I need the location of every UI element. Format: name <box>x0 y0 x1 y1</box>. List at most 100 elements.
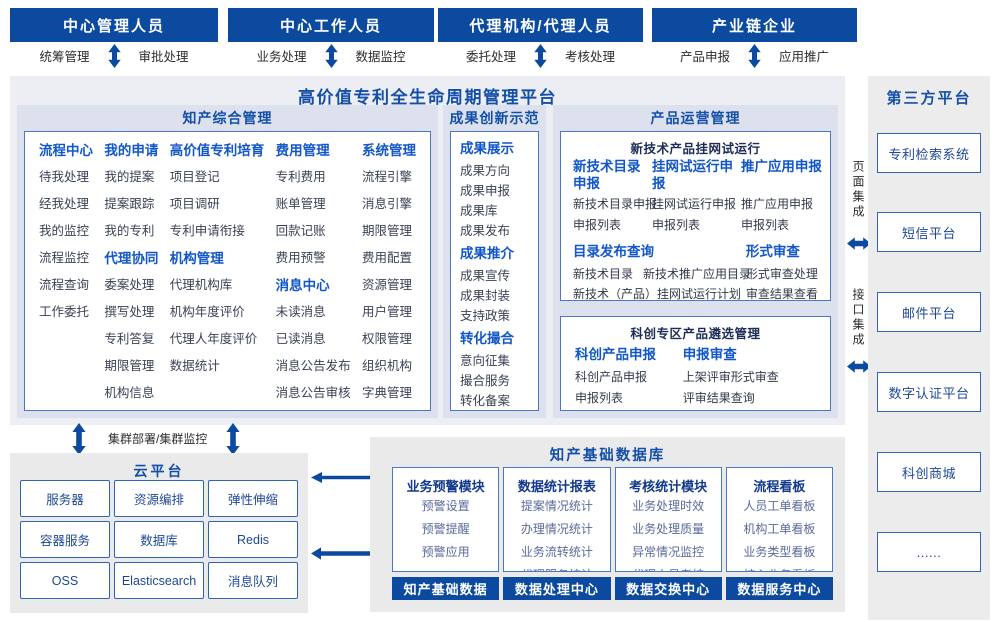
achv-item: 成果封装 <box>460 289 511 303</box>
ip-item: 流程查询 <box>39 278 90 292</box>
achv-group-title: 成果展示 <box>460 141 514 156</box>
ops-item: 上架评审形式审查 <box>682 370 779 384</box>
ip-item: 我的监控 <box>39 224 90 238</box>
section-title: 产品运营管理 <box>650 110 741 126</box>
actor-roles: 业务处理 数据监控 <box>228 42 434 69</box>
section-title: 知产综合管理 <box>182 110 273 126</box>
cloud-panel: 云平台 服务器 资源编排 弹性伸缩 容器服务 数据库 Redis OSS Ela… <box>10 453 308 613</box>
achv-item: 成果方向 <box>460 164 511 178</box>
ip-item: 待我处理 <box>39 170 90 184</box>
section-ip-management: 知产综合管理 流程中心 待我处理 经我处理 我的监控 流程监控 流程查询 工作委… <box>17 105 438 418</box>
ip-item: 期限管理 <box>104 359 155 373</box>
third-party-box: 短信平台 <box>877 212 981 252</box>
actor-role-left: 业务处理 <box>256 50 307 64</box>
db-item: 异常情况监控 <box>632 545 705 559</box>
ip-group-title: 代理协同 <box>104 251 159 266</box>
ip-group-title: 消息中心 <box>275 278 330 293</box>
vertical-double-arrow-icon <box>748 43 761 68</box>
ip-item: 数据统计 <box>169 359 220 373</box>
cluster-label: 集群部署/集群监控 <box>108 432 208 446</box>
ip-item: 已读消息 <box>275 332 326 346</box>
horizontal-double-arrow-icon <box>847 237 871 250</box>
ip-item: 专利申请衔接 <box>169 224 245 238</box>
ip-item: 用户管理 <box>361 305 412 319</box>
achv-item: 成果发布 <box>460 224 511 238</box>
db-module: 考核统计模块 业务处理时效 业务处理质量 异常情况监控 代理人员考核 <box>614 467 722 572</box>
ip-item: 流程引擎 <box>361 170 412 184</box>
db-badge: 数据服务中心 <box>725 577 833 600</box>
achv-item: 成果申报 <box>460 184 511 198</box>
db-item: 机构工单看板 <box>743 522 816 536</box>
ip-item: 项目调研 <box>169 197 220 211</box>
ip-column: 高价值专利培育 项目登记 项目调研 专利申请衔接 机构管理 代理机构库 机构年度… <box>170 137 265 407</box>
achv-item: 成果库 <box>460 204 498 218</box>
ip-group-title: 机构管理 <box>169 251 224 266</box>
ip-item: 字典管理 <box>361 386 412 400</box>
ops-item: 新技术推广应用目录 <box>643 267 752 281</box>
db-module: 业务预警模块 预警设置 预警提醒 预警应用 <box>392 467 500 572</box>
ip-item: 我的提案 <box>104 170 155 184</box>
cloud-box: Redis <box>208 521 298 558</box>
actor-role-right: 数据监控 <box>355 50 406 64</box>
ops-col-title: 科创产品申报 <box>575 347 656 362</box>
ip-item: 权限管理 <box>361 332 412 346</box>
actor-bar: 中心工作人员 <box>228 8 434 42</box>
achv-group-title: 成果推介 <box>460 246 514 261</box>
ip-item: 消息公告审核 <box>275 386 351 400</box>
cloud-grid: 服务器 资源编排 弹性伸缩 容器服务 数据库 Redis OSS Elastic… <box>20 480 298 599</box>
db-item: 核心业务看板 <box>727 564 832 571</box>
actor-role-left: 产品申报 <box>679 50 730 64</box>
db-badge: 数据交换中心 <box>614 577 722 600</box>
ip-group-title: 我的申请 <box>104 143 159 158</box>
ops-item: 申报列表 <box>652 218 701 232</box>
ops-column: 挂网试运行申报 挂网试运行申报 申报列表 <box>652 158 741 236</box>
db-item: 预警应用 <box>421 545 470 559</box>
db-badge: 知产基础数据 <box>392 577 500 600</box>
achv-item: 支持政策 <box>460 309 511 323</box>
ip-column: 我的申请 我的提案 提案跟踪 我的专利 代理协同 委案处理 撰写处理 专利答复 … <box>104 137 158 407</box>
ops-review-column: 形式审查 形式审查处理 审查结果查看 <box>745 240 820 300</box>
ops-col-title: 挂网试运行申报 <box>652 159 734 191</box>
cloud-box: 弹性伸缩 <box>208 480 298 517</box>
db-item: 提案情况统计 <box>520 499 593 513</box>
db-item: 业务流转统计 <box>520 545 593 559</box>
platform-title: 高价值专利全生命周期管理平台 <box>298 88 557 107</box>
actor-role-right: 应用推广 <box>779 50 830 64</box>
cloud-title: 云平台 <box>133 463 185 479</box>
third-party-box: 专利检索系统 <box>877 133 981 173</box>
ops-catalog-line: 新技术目录新技术推广应用目录 <box>573 264 751 284</box>
db-item: 业务类型看板 <box>743 545 816 559</box>
actor-group-enterprises: 产业链企业 产品申报 应用推广 <box>652 8 857 69</box>
ip-item: 经我处理 <box>39 197 90 211</box>
section-product-ops: 产品运营管理 新技术产品挂网试运行 新技术目录申报 新技术目录申报 申报列表 挂… <box>553 105 838 418</box>
ops-col-title: 形式审查 <box>745 244 800 259</box>
ip-item: 撰写处理 <box>104 305 155 319</box>
ops-col-title: 新技术目录申报 <box>573 159 641 191</box>
actor-group-agencies: 代理机构/代理人员 委托处理 考核处理 <box>438 8 643 69</box>
ip-item: 账单管理 <box>275 197 326 211</box>
ip-item: 机构信息 <box>104 386 155 400</box>
db-item: 人员工单看板 <box>743 499 816 513</box>
vertical-double-arrow-icon <box>534 43 547 68</box>
db-module: 流程看板 人员工单看板 机构工单看板 业务类型看板 核心业务看板 <box>725 467 833 572</box>
cloud-box: 服务器 <box>20 480 110 517</box>
db-item: 代理服务统计 <box>504 564 609 571</box>
cloud-box: OSS <box>20 562 110 599</box>
api-integration-label: 接口集成 <box>851 288 865 348</box>
platform-panel: 高价值专利全生命周期管理平台 知产综合管理 流程中心 待我处理 经我处理 我的监… <box>10 76 845 425</box>
third-party-panel: 第三方平台 专利检索系统 短信平台 邮件平台 数字认证平台 科创商城 .....… <box>868 76 990 620</box>
ip-item: 机构年度评价 <box>169 305 245 319</box>
actor-bar: 中心管理人员 <box>10 8 218 42</box>
ops-item: 形式审查处理 <box>745 267 818 281</box>
ip-item: 流程监控 <box>39 251 90 265</box>
db-module-title: 流程看板 <box>753 479 806 494</box>
vertical-double-arrow-icon <box>107 43 121 68</box>
third-party-title: 第三方平台 <box>886 90 972 107</box>
actor-roles: 产品申报 应用推广 <box>652 42 857 69</box>
db-badge: 数据处理中心 <box>503 577 611 600</box>
ops-col-title: 目录发布查询 <box>573 244 654 259</box>
actor-role-right: 审批处理 <box>138 50 189 64</box>
section-title: 成果创新示范 <box>449 110 540 126</box>
ip-item: 专利费用 <box>275 170 326 184</box>
